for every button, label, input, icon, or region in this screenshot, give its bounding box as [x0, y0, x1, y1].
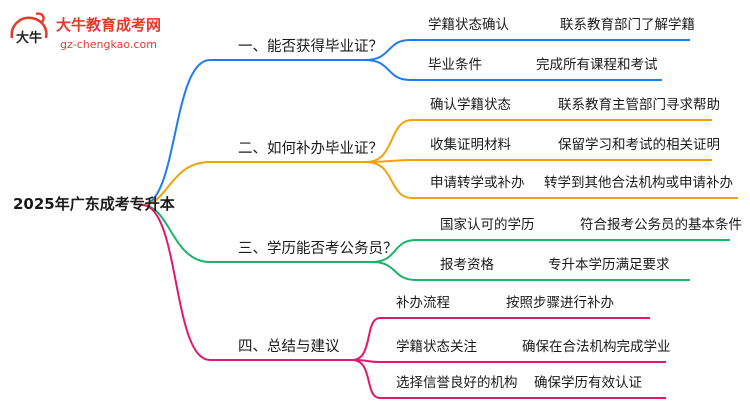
desc-b2-1: 联系教育主管部门寻求帮助 [558, 97, 720, 113]
connector-b4-leaf-2 [351, 359, 666, 363]
desc-b1-2: 完成所有课程和考试 [536, 57, 658, 73]
logo-url: gz-chengkao.com [60, 38, 157, 51]
connector-b2-leaf-2 [365, 159, 712, 163]
desc-b4-2: 确保在合法机构完成学业 [522, 339, 671, 355]
connector-root-branch-1 [141, 59, 365, 206]
branch-title-4: 四、总结与建议 [238, 339, 340, 355]
connector-root-branch-2 [141, 161, 366, 206]
desc-b4-1: 按照步骤进行补办 [506, 295, 614, 311]
leaf-b3-1: 国家认可的学历 [440, 217, 535, 233]
leaf-b3-2: 报考资格 [440, 257, 494, 273]
connector-b1-leaf-1 [364, 39, 690, 61]
desc-b4-3: 确保学历有效认证 [534, 375, 642, 391]
leaf-b2-1: 确认学籍状态 [430, 97, 511, 113]
connector-b1-leaf-2 [364, 59, 662, 81]
desc-b3-1: 符合报考公务员的基本条件 [580, 217, 742, 233]
site-logo[interactable]: 大牛 大牛教育成考网 gz-chengkao.com [6, 8, 176, 54]
connector-b3-leaf-1 [371, 239, 730, 263]
branch-title-3: 三、学历能否考公务员？ [238, 241, 398, 257]
branch-title-1: 一、能否获得毕业证？ [238, 39, 383, 55]
connector-root-branch-4 [141, 204, 352, 361]
logo-title: 大牛教育成考网 [56, 16, 162, 34]
connector-b2-leaf-1 [365, 119, 712, 163]
leaf-b4-1: 补办流程 [396, 295, 450, 311]
leaf-b4-3: 选择信誉良好的机构 [396, 375, 518, 391]
leaf-b2-2: 收集证明材料 [430, 137, 511, 153]
leaf-b1-1: 学籍状态确认 [428, 17, 509, 33]
connector-b4-leaf-1 [351, 317, 650, 361]
leaf-b4-2: 学籍状态关注 [396, 339, 477, 355]
leaf-b2-3: 申请转学或补办 [430, 175, 525, 191]
leaf-b1-2: 毕业条件 [428, 57, 482, 73]
desc-b3-2: 专升本学历满足要求 [548, 257, 670, 273]
bull-logo-icon: 大牛 [10, 12, 48, 46]
connector-b2-leaf-3 [365, 161, 738, 199]
desc-b1-1: 联系教育部门了解学籍 [560, 17, 695, 33]
connector-b3-leaf-2 [371, 261, 690, 281]
logo-mark-text: 大牛 [16, 30, 42, 46]
desc-b2-2: 保留学习和考试的相关证明 [558, 137, 720, 153]
connector-b4-leaf-3 [351, 359, 666, 399]
desc-b2-3: 转学到其他合法机构或申请补办 [544, 175, 733, 191]
branch-title-2: 二、如何补办毕业证？ [238, 141, 383, 157]
root-topic: 2025年广东成考专升本 [13, 195, 175, 213]
